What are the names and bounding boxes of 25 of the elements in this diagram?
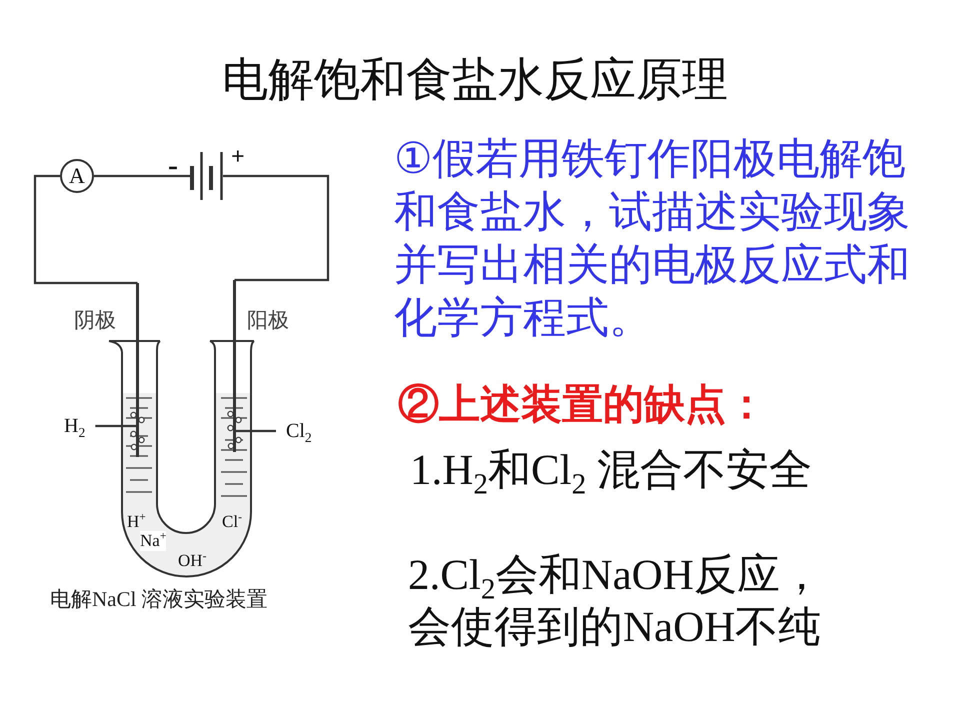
ion-label: Cl$^{-}$ (222, 512, 242, 532)
polarity-sign: + (231, 143, 245, 172)
electrode-rod (233, 280, 236, 452)
list-item: 2.Cl$_{2}$会和NaOH反应，会使得到的NaOH不纯 (408, 551, 824, 653)
gas-label: Cl$_{2}$ (276, 419, 312, 443)
polarity-sign: - (168, 148, 178, 184)
ion-label: H$^{+}$ (127, 512, 146, 532)
ion-label: OH$^{-}$ (178, 551, 206, 571)
leader-line (95, 424, 136, 428)
electrode-label: 阳极 (247, 308, 289, 333)
figure-caption: 电解NaCl 溶液实验装置 (50, 587, 268, 612)
battery-symbol (190, 151, 223, 201)
question-text: ①假若用铁钉作阳极电解饱和食盐水，试描述实验现象并写出相关的电极反应式和化学方程式。 (394, 133, 911, 345)
wire (94, 174, 190, 178)
ammeter: A (60, 159, 94, 193)
electrode-label: 阴极 (74, 308, 116, 333)
electrode-rod (136, 283, 139, 457)
section-heading: ②上述装置的缺点： (398, 380, 767, 429)
gas-label: H$_{2}$ (64, 414, 96, 438)
wire (223, 174, 330, 282)
list-item: 1.H$_{2}$和Cl$_{2}$ 混合不安全 (410, 446, 812, 497)
ion-label: Na$^{+}$ (140, 531, 166, 551)
title: 电解饱和食盐水反应原理 (222, 53, 728, 107)
wire (34, 174, 138, 284)
leader-line (236, 430, 276, 432)
